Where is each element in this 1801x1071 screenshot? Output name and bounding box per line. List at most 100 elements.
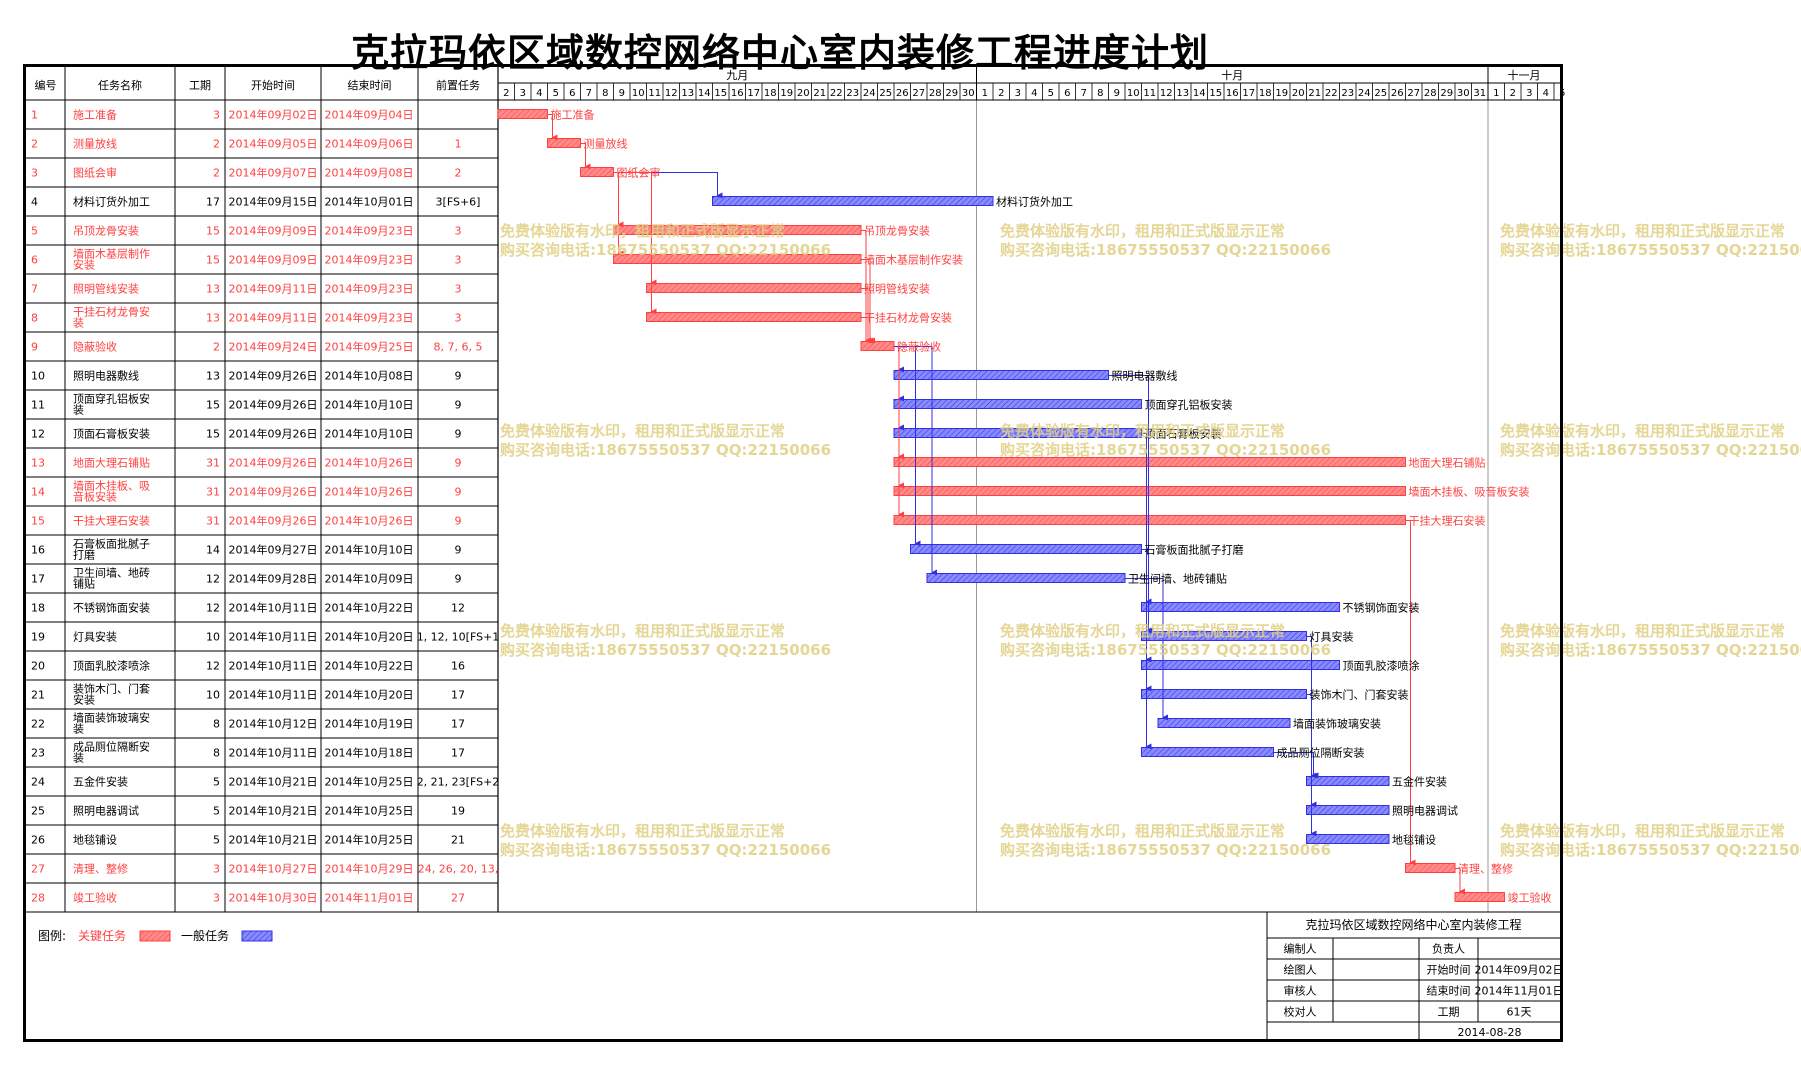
day-label: 10 xyxy=(632,88,645,99)
task-start: 2014年10月12日 xyxy=(229,717,318,731)
task-name: 材料订货外加工 xyxy=(73,195,150,209)
task-end: 2014年09月25日 xyxy=(325,340,414,354)
day-label: 1 xyxy=(1493,88,1499,99)
day-label: 4 xyxy=(1543,88,1549,99)
task-id: 26 xyxy=(31,834,45,847)
task-end: 2014年10月26日 xyxy=(325,456,414,470)
dependency-link xyxy=(1306,694,1317,837)
task-predecessor: 8, 7, 6, 5 xyxy=(434,341,483,354)
watermark-text: 免费体验版有水印，租用和正式版显示正常 xyxy=(1500,422,1785,440)
day-label: 20 xyxy=(797,88,810,99)
task-end: 2014年10月09日 xyxy=(325,572,414,586)
month-label: 九月 xyxy=(726,69,748,82)
day-label: 5 xyxy=(1048,88,1054,99)
day-label: 13 xyxy=(1176,88,1189,99)
task-duration: 5 xyxy=(213,805,220,818)
info-box-label: 负责人 xyxy=(1432,942,1465,956)
info-box-label: 结束时间 xyxy=(1427,985,1471,998)
watermark-text: 免费体验版有水印，租用和正式版显示正常 xyxy=(1500,822,1785,840)
task-name: 顶面穿孔铝板安装 xyxy=(73,392,150,417)
legend-normal-swatch xyxy=(241,930,273,942)
task-start: 2014年09月26日 xyxy=(229,456,318,470)
task-name: 照明电器敷线 xyxy=(73,369,139,383)
task-end: 2014年10月22日 xyxy=(325,601,414,615)
task-name: 顶面石膏板安装 xyxy=(73,427,150,441)
gantt-bar xyxy=(712,196,994,206)
task-duration: 2 xyxy=(213,341,220,354)
dependency-link xyxy=(861,288,873,344)
dependency-link xyxy=(1455,868,1465,895)
task-start: 2014年09月07日 xyxy=(229,166,318,180)
day-label: 25 xyxy=(879,88,892,99)
task-end: 2014年10月22日 xyxy=(325,659,414,673)
dependency-link xyxy=(613,172,657,315)
task-start: 2014年09月09日 xyxy=(229,224,318,238)
watermark-text: 购买咨询电话:18675550537 QQ:22150066 xyxy=(1000,841,1331,859)
task-id: 20 xyxy=(31,660,45,673)
watermark-text: 免费体验版有水印，租用和正式版显示正常 xyxy=(500,822,785,840)
task-predecessor: 3 xyxy=(455,312,462,325)
task-start: 2014年09月26日 xyxy=(229,427,318,441)
bar-label: 吊顶龙骨安装 xyxy=(864,224,930,238)
task-name: 成品厕位隔断安装 xyxy=(73,740,150,765)
task-duration: 10 xyxy=(206,631,220,644)
task-predecessor: 24, 26, 20, 13, xyxy=(418,863,498,876)
watermark-text: 购买咨询电话:18675550537 QQ:22150066 xyxy=(1500,641,1801,659)
info-box-label: 开始时间 xyxy=(1427,963,1471,977)
day-label: 2 xyxy=(1510,88,1516,99)
task-predecessor: 2, 21, 23[FS+2 xyxy=(417,776,500,789)
task-predecessor: 27 xyxy=(451,892,465,905)
task-end: 2014年09月23日 xyxy=(325,224,414,238)
task-predecessor: 17 xyxy=(451,747,465,760)
day-label: 17 xyxy=(747,88,760,99)
bar-label: 图纸会审 xyxy=(617,166,661,180)
task-end: 2014年10月25日 xyxy=(325,775,414,789)
day-label: 24 xyxy=(863,88,876,99)
bar-label: 照明管线安装 xyxy=(864,282,930,296)
day-label: 16 xyxy=(731,88,744,99)
bar-label: 干挂石材龙骨安装 xyxy=(864,311,952,325)
task-duration: 3 xyxy=(213,892,220,905)
info-box-label: 编制人 xyxy=(1284,942,1317,956)
day-label: 7 xyxy=(586,88,592,99)
task-predecessor: 9 xyxy=(455,515,462,528)
info-box-title: 克拉玛依区域数控网络中心室内装修工程 xyxy=(1305,917,1521,932)
task-start: 2014年10月27日 xyxy=(229,862,318,876)
task-end: 2014年10月25日 xyxy=(325,804,414,818)
task-name: 灯具安装 xyxy=(73,630,117,644)
bar-label: 隐蔽验收 xyxy=(897,340,941,354)
day-label: 14 xyxy=(698,88,711,99)
day-label: 21 xyxy=(813,88,826,99)
day-label: 5 xyxy=(553,88,559,99)
day-label: 15 xyxy=(714,88,727,99)
task-duration: 31 xyxy=(206,486,220,499)
task-end: 2014年09月04日 xyxy=(325,108,414,122)
task-end: 2014年10月10日 xyxy=(325,543,414,557)
day-label: 19 xyxy=(1275,88,1288,99)
day-label: 23 xyxy=(846,88,859,99)
task-start: 2014年09月15日 xyxy=(229,195,318,209)
task-predecessor: 19 xyxy=(451,805,465,818)
month-label: 十月 xyxy=(1221,68,1243,82)
info-box-label: 工期 xyxy=(1438,1006,1460,1019)
watermark-text: 免费体验版有水印，租用和正式版显示正常 xyxy=(1500,622,1785,640)
task-id: 10 xyxy=(31,370,45,383)
task-name: 墙面木挂板、吸音板安装 xyxy=(73,479,150,504)
day-label: 20 xyxy=(1292,88,1305,99)
day-label: 29 xyxy=(945,88,958,99)
task-predecessor: 9 xyxy=(455,544,462,557)
task-predecessor: 16 xyxy=(451,660,465,673)
watermark-text: 免费体验版有水印，租用和正式版显示正常 xyxy=(500,622,785,640)
day-label: 25 xyxy=(1374,88,1387,99)
task-duration: 2 xyxy=(213,138,220,151)
task-name: 吊顶龙骨安装 xyxy=(73,224,139,238)
day-label: 27 xyxy=(1407,88,1420,99)
day-label: 7 xyxy=(1081,88,1087,99)
day-label: 18 xyxy=(1259,88,1272,99)
task-predecessor: 1 xyxy=(455,138,462,151)
bar-label: 灯具安装 xyxy=(1310,630,1354,644)
task-duration: 3 xyxy=(213,863,220,876)
info-box-value: 2014年11月01日 xyxy=(1475,984,1564,998)
day-label: 26 xyxy=(1391,88,1404,99)
